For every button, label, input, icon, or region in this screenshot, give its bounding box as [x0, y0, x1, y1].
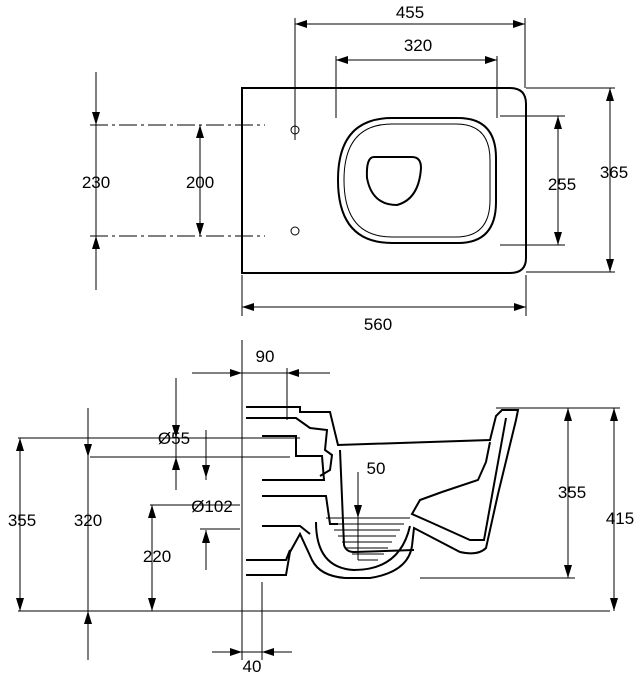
plan-view: 455 320 230 200 255 365 560	[82, 3, 628, 334]
dim-220-label: 220	[143, 547, 171, 566]
bowl-outer	[246, 406, 520, 579]
water-hatching	[330, 523, 404, 561]
dim-560-label: 560	[364, 315, 392, 334]
side-view: 90 Ø55 50 Ø102 355 320 220	[8, 340, 634, 676]
dim-355-left-label: 355	[8, 511, 36, 530]
dim-50-label: 50	[367, 459, 386, 478]
dim-320-plan-label: 320	[404, 36, 432, 55]
dim-200-label: 200	[186, 173, 214, 192]
dim-230-label: 230	[82, 173, 110, 192]
dim-365-label: 365	[600, 163, 628, 182]
dim-455-label: 455	[396, 3, 424, 22]
plan-outline	[241, 87, 527, 274]
fixing-hole-bottom	[290, 226, 300, 236]
dim-diameter-102-label: Ø102	[191, 497, 233, 516]
dim-90-label: 90	[256, 347, 275, 366]
dim-355-right-label: 355	[558, 483, 586, 502]
dim-415-label: 415	[606, 509, 634, 528]
plan-outlet	[365, 156, 423, 207]
plan-rim	[336, 117, 497, 244]
dim-diameter-55-label: Ø55	[158, 429, 190, 448]
dim-40-label: 40	[243, 657, 262, 676]
dim-320-side-label: 320	[74, 511, 102, 530]
dim-255-label: 255	[548, 175, 576, 194]
